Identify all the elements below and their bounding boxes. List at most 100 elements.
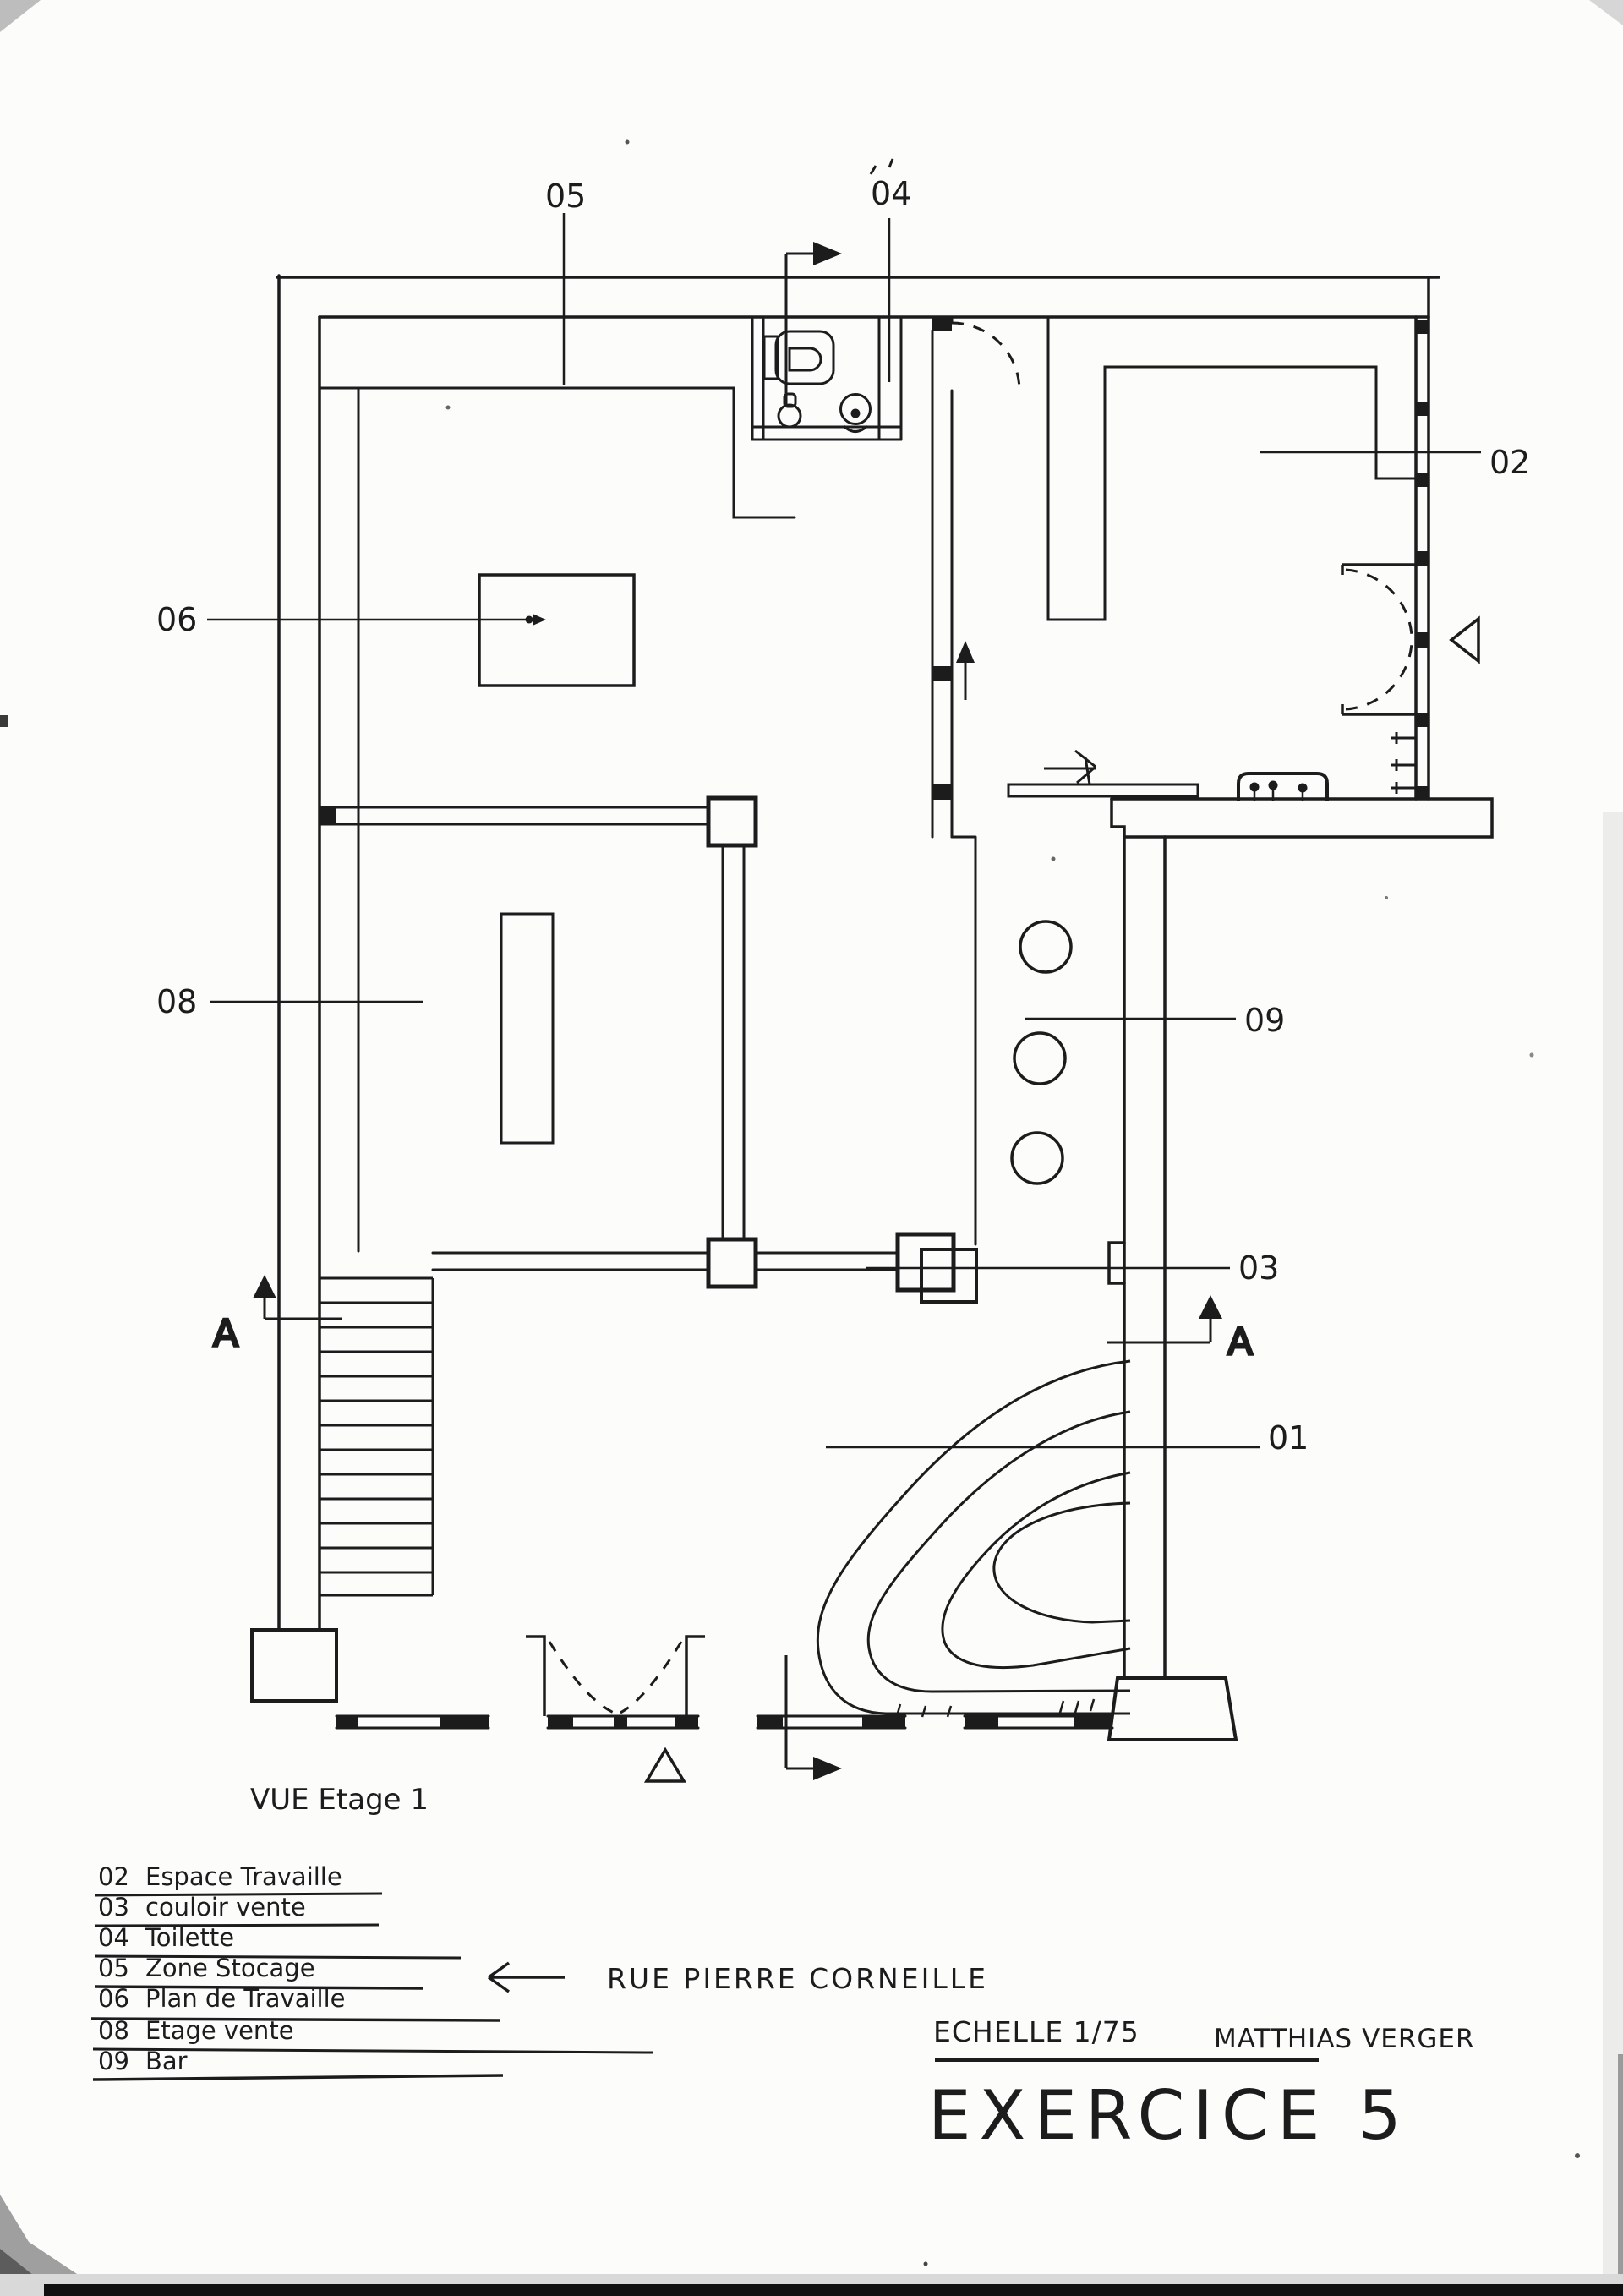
leader-06-dot xyxy=(525,615,533,624)
room08-right-wall xyxy=(721,844,746,1241)
legend-underline xyxy=(92,2047,653,2054)
wall-fill xyxy=(932,666,952,681)
wall-fills xyxy=(320,317,1429,1728)
mid-band-wall xyxy=(1110,797,1494,839)
coat-rack-pins xyxy=(1249,780,1308,793)
up-arrow-icon xyxy=(956,641,975,663)
page-corner-shade-topleft xyxy=(0,0,41,32)
coat-rack xyxy=(1237,772,1329,801)
legend-row: 03 couloir vente xyxy=(94,1893,380,1927)
section-line-bottom xyxy=(784,1655,813,1770)
door-jamb-bottom-right xyxy=(685,1635,705,1716)
legend-label: Bar xyxy=(145,2047,188,2075)
toilet-right-wall xyxy=(877,315,903,441)
accent-mark xyxy=(869,158,894,175)
legend-num: 08 xyxy=(98,2016,129,2045)
toilet-left-wall xyxy=(751,315,765,441)
work-table-06 xyxy=(478,573,636,687)
leader-lines xyxy=(207,213,1481,1449)
room08-bottom-wall-left xyxy=(431,1251,710,1271)
room05-room08-divider xyxy=(318,806,754,826)
legend-num: 04 xyxy=(98,1923,129,1952)
legend-label: Zone Stocage xyxy=(145,1954,315,1982)
callout-02: 02 xyxy=(1489,444,1530,481)
coat-rack-pin-stems xyxy=(1253,790,1304,801)
door-arc-room02 xyxy=(951,321,1021,391)
callout-08: 08 xyxy=(156,983,197,1020)
bottom-wall-fill xyxy=(614,1716,627,1728)
callout-03: 03 xyxy=(1238,1249,1279,1287)
speck xyxy=(1051,856,1056,861)
legend-label: couloir vente xyxy=(145,1893,306,1922)
wc-seat-icon xyxy=(788,347,822,372)
annotations: VUE Etage 1 02 Espace Travaille 03 coulo… xyxy=(90,1783,1475,2155)
pin-icon xyxy=(1298,783,1308,793)
legend-row: 04 Toilette xyxy=(94,1923,462,1960)
staircase-treads xyxy=(320,1276,433,1597)
legend-underline xyxy=(94,1923,380,1927)
section-markers: A A xyxy=(212,242,1254,1780)
section-letter-A-left: A xyxy=(213,1312,238,1355)
page-edge-shade-right xyxy=(1603,812,1623,2296)
callout-04: 04 xyxy=(871,175,911,212)
pedestal-sink-icon xyxy=(839,393,872,425)
window-fill xyxy=(1416,551,1429,566)
wc-bowl-icon xyxy=(774,330,835,385)
window-fill xyxy=(1416,402,1429,416)
pedestal-base-icon xyxy=(842,424,869,433)
doors xyxy=(526,321,1480,1783)
title-block: ECHELLE 1/75 MATTHIAS VERGER EXERCICE 5 xyxy=(928,2015,1475,2155)
callout-09: 09 xyxy=(1244,1002,1285,1039)
sink-neck-icon xyxy=(783,392,797,408)
door-arc-right-lower xyxy=(1345,642,1413,711)
section-line-A-right xyxy=(1107,1319,1212,1344)
legend-row: 09 Bar xyxy=(92,2047,504,2081)
legend-row: 08 Etage vente xyxy=(92,2016,653,2054)
stool-icon xyxy=(1013,1031,1067,1085)
bottom-wall-fill xyxy=(548,1716,573,1728)
window-fill xyxy=(1416,713,1429,727)
street-arrow-icon xyxy=(487,1961,565,1993)
room02-counter xyxy=(1046,315,1418,621)
bottom-wall-fill xyxy=(440,1716,489,1728)
contour-outer xyxy=(816,1359,1131,1715)
toilet-fixtures xyxy=(762,330,872,433)
stool-icon xyxy=(1010,1131,1064,1185)
organic-stage-contours xyxy=(816,1359,1131,1718)
legend-underline xyxy=(94,1892,383,1897)
bottom-wall-fill xyxy=(336,1716,358,1728)
legend-label: Toilette xyxy=(145,1923,234,1952)
legend-num: 03 xyxy=(98,1893,129,1922)
speck xyxy=(923,2261,928,2266)
window-fill xyxy=(1416,473,1429,487)
bottom-wall-fill xyxy=(965,1716,998,1728)
interior-walls xyxy=(318,315,1418,1304)
callout-05: 05 xyxy=(545,178,586,215)
legend-label: Espace Travaille xyxy=(145,1862,342,1891)
sink-drain-icon xyxy=(850,408,861,418)
author-name: MATTHIAS VERGER xyxy=(1214,2024,1475,2054)
pillar-double-a xyxy=(895,1232,956,1293)
street-annotation: RUE PIERRE CORNEILLE xyxy=(487,1961,986,1995)
edge-mark-left xyxy=(0,715,8,727)
bottom-wall-fill xyxy=(675,1716,698,1728)
bottom-wall-fill xyxy=(862,1716,905,1728)
callouts: 05 04 02 06 08 09 03 01 xyxy=(156,158,1530,1457)
window-fill xyxy=(1416,786,1429,800)
stool-icon xyxy=(1019,920,1073,974)
pillar xyxy=(706,1237,758,1289)
section-arrow-A-right-icon xyxy=(1199,1295,1222,1319)
room08-bottom-wall-right xyxy=(754,1251,899,1271)
speck xyxy=(1529,1052,1534,1058)
window-fill xyxy=(1416,632,1429,648)
staircase xyxy=(320,1276,434,1597)
bar-counter-front xyxy=(950,835,977,1246)
toilet-bottom-wall xyxy=(751,425,903,441)
pillar-double-b xyxy=(920,1248,978,1304)
speck xyxy=(625,139,630,145)
page-corner-shade-topright xyxy=(1589,0,1623,25)
speck xyxy=(1385,896,1388,899)
legend-label: Plan de Travaille xyxy=(145,1984,345,2013)
legend-underline xyxy=(94,1985,424,1990)
